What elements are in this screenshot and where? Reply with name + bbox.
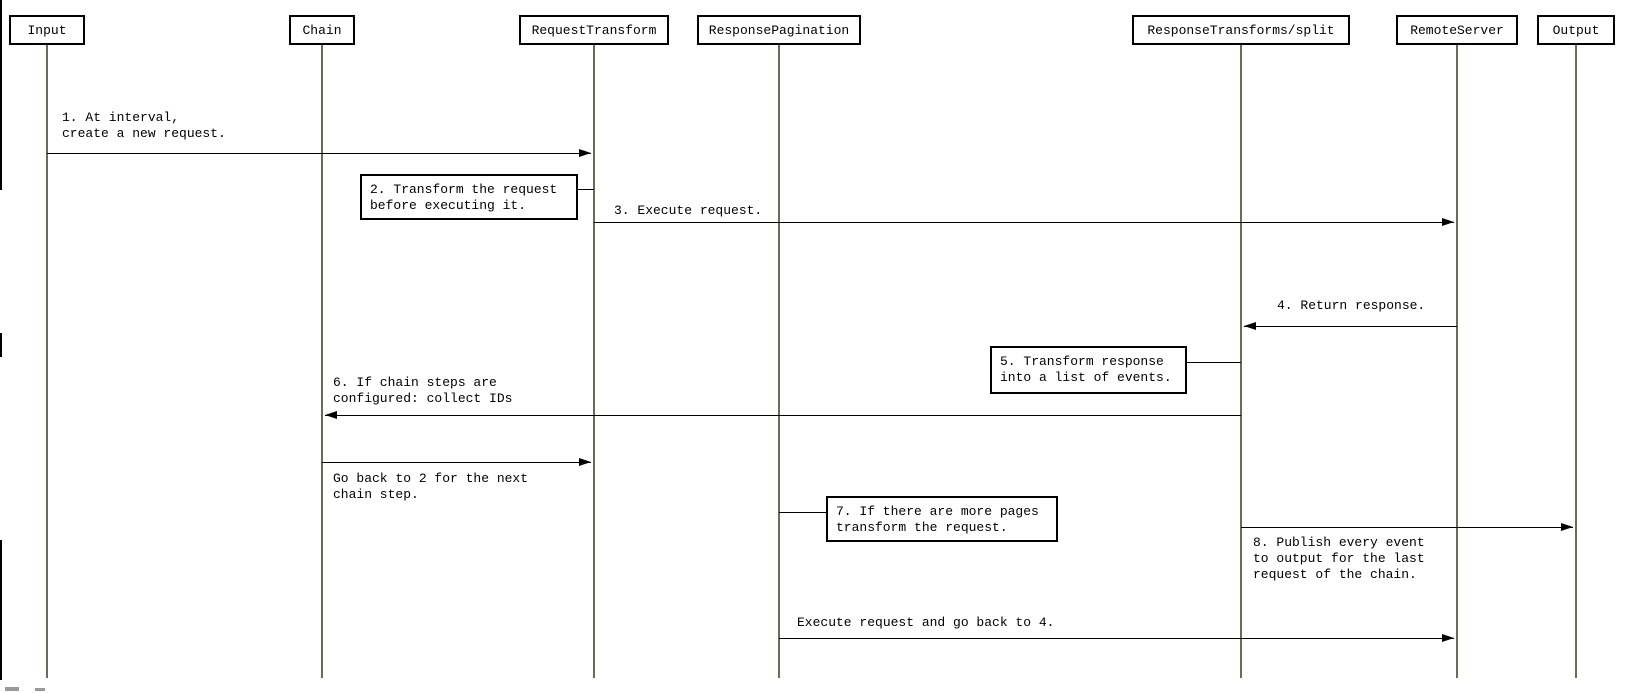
lifeline-chain	[321, 44, 323, 678]
message-5-line	[322, 462, 591, 463]
lifeline-remoteserver	[1456, 44, 1458, 678]
participant-remoteserver: RemoteServer	[1396, 15, 1518, 45]
message-3-line	[1244, 326, 1457, 327]
bottom-crop-mark-1	[5, 687, 19, 691]
message-6-label: 8. Publish every event to output for the…	[1253, 535, 1425, 582]
left-edge-segment-1	[0, 0, 2, 190]
message-2-arrowhead	[1442, 218, 1454, 226]
message-1-arrowhead	[579, 149, 591, 157]
participant-responsepagination: ResponsePagination	[697, 15, 861, 45]
note-3: 7. If there are more pages transform the…	[826, 496, 1058, 542]
message-2-label: 3. Execute request.	[614, 203, 763, 218]
message-1-line	[47, 153, 591, 154]
participant-requesttransform: RequestTransform	[519, 15, 669, 45]
participant-input: Input	[9, 15, 85, 45]
bottom-crop-mark-2	[35, 688, 45, 691]
lifeline-responsetransforms-split	[1240, 44, 1242, 678]
message-5-label: Go back to 2 for the next chain step.	[333, 471, 529, 502]
message-5-arrowhead	[579, 458, 591, 466]
message-7-label: Execute request and go back to 4.	[797, 615, 1055, 630]
note-3-connector	[779, 512, 826, 513]
participant-chain: Chain	[289, 15, 355, 45]
message-6-arrowhead	[1561, 523, 1573, 531]
lifeline-responsepagination	[778, 44, 780, 678]
message-7-arrowhead	[1442, 634, 1454, 642]
note-1-connector	[578, 189, 594, 190]
lifeline-input	[46, 44, 48, 678]
lifeline-output	[1575, 44, 1577, 678]
left-edge-segment-3	[0, 540, 2, 680]
lifeline-requesttransform	[593, 44, 595, 678]
message-1-label: 1. At interval, create a new request.	[62, 110, 226, 141]
message-3-label: 4. Return response.	[1277, 298, 1426, 313]
left-edge-segment-2	[0, 333, 2, 357]
note-2: 5. Transform response into a list of eve…	[990, 346, 1187, 394]
note-2-connector	[1187, 362, 1241, 363]
note-1: 2. Transform the request before executin…	[360, 174, 578, 220]
message-2-line	[594, 222, 1454, 223]
message-4-label: 6. If chain steps are configured: collec…	[333, 375, 513, 406]
participant-responsetransforms-split: ResponseTransforms/split	[1132, 15, 1350, 45]
participant-output: Output	[1537, 15, 1615, 45]
message-3-arrowhead	[1244, 322, 1256, 330]
message-4-arrowhead	[325, 411, 337, 419]
message-6-line	[1241, 527, 1573, 528]
message-4-line	[325, 415, 1241, 416]
message-7-line	[779, 638, 1454, 639]
